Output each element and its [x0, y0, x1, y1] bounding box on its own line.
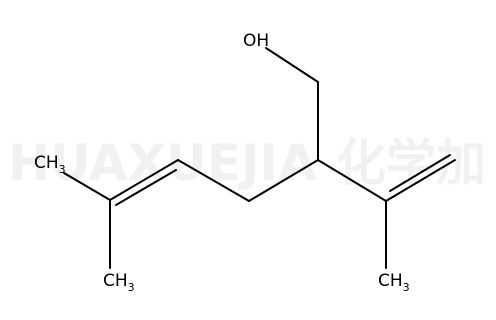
methyl-bottom-left-subscript: 3: [128, 281, 135, 294]
methyl-bottom-left-label: CH3: [103, 271, 135, 294]
methyl-top-left-main: CH: [34, 153, 59, 173]
watermark-cjk-text: 化学加: [336, 134, 486, 192]
watermark: HUAXUEJIA 化学加: [8, 134, 486, 192]
bond-ch-ch2-left: [248, 159, 319, 202]
bond-alkene-double-outer: [109, 159, 179, 201]
hydroxyl-label: OH: [243, 31, 269, 51]
atom-labels: OH CH3 CH3 CH3: [34, 31, 410, 294]
bond-o-ch2: [265, 47, 319, 83]
watermark-latin-text: HUAXUEJIA: [8, 134, 317, 192]
bond-ch-c-vinyl: [317, 159, 387, 202]
methyl-top-left-label: CH3: [34, 153, 66, 176]
methyl-top-left-subscript: 3: [59, 163, 66, 176]
methyl-bottom-right-subscript: 3: [403, 281, 410, 294]
bond-c-methyl-top-left: [63, 172, 111, 201]
methyl-bottom-right-label: CH3: [378, 271, 410, 294]
methyl-bottom-right-main: CH: [378, 271, 403, 291]
bond-alkene-double-inner: [115, 169, 177, 206]
bond-skeleton: [63, 47, 456, 269]
bond-ch2-ch-alkene: [177, 159, 250, 202]
bond-vinyl-double-outer: [385, 159, 456, 202]
bond-vinyl-double-inner: [389, 154, 451, 192]
methyl-bottom-left-main: CH: [103, 271, 128, 291]
